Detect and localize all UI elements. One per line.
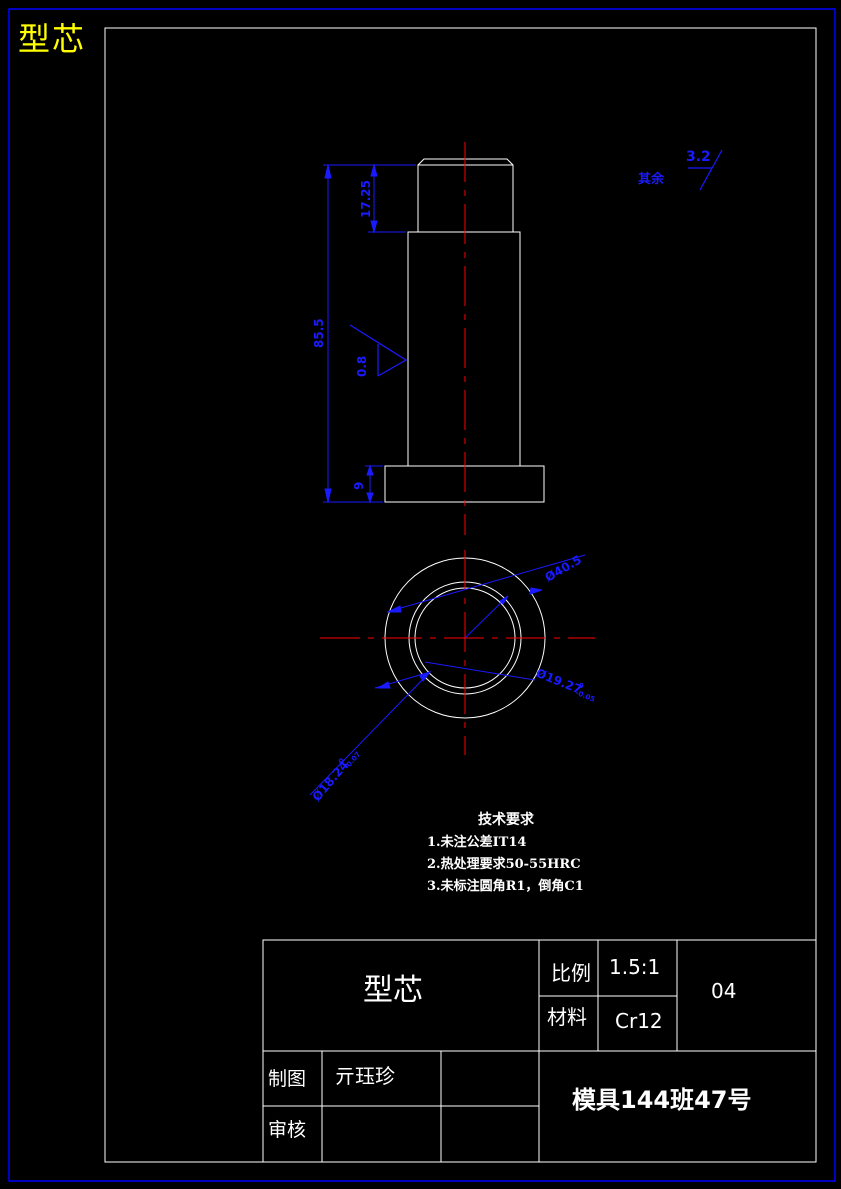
dia-second-tol-lower: -0.07 [343, 750, 362, 771]
title-check-label: 审核 [268, 1119, 306, 1141]
dim-base-label: 9 [352, 482, 366, 490]
dia-second-label-group: Ø18.24 0 -0.07 [310, 750, 363, 804]
title-drawn-name: 亓珏珍 [335, 1064, 395, 1088]
tech-req-item-2: 2.热处理要求50-55HRC [427, 856, 581, 872]
title-block-grid [262, 939, 817, 1163]
title-material-label: 材料 [547, 1005, 587, 1029]
title-part-name: 型芯 [363, 973, 423, 1008]
dim-overall-label: 85.5 [312, 318, 326, 348]
title-scale-value: 1.5:1 [609, 955, 660, 979]
dia-outer-label: Ø40.5 [543, 553, 584, 585]
dia-second-leader [309, 671, 431, 796]
outer-border [8, 8, 836, 1182]
tech-req-item-3: 3.未标注圆角R1，倒角C1 [427, 878, 584, 894]
top-view-centerlines [320, 550, 595, 755]
inner-frame [104, 27, 817, 1163]
roughness-symbol-side [349, 324, 408, 377]
roughness-general-value: 3.2 [686, 149, 711, 165]
dia-inner-leader [424, 661, 536, 681]
dia-inner-label-group: Ø19.27 0 -0.05 [534, 666, 596, 704]
title-drawing-number: 04 [711, 979, 736, 1003]
side-dimensions [323, 163, 416, 504]
title-class-info: 模具144班47号 [572, 1086, 752, 1114]
title-material-value: Cr12 [615, 1009, 663, 1033]
tech-req-heading: 技术要求 [478, 811, 535, 828]
dia-outer-leader [386, 554, 586, 613]
roughness-general-label: 其余 [638, 171, 665, 187]
main-body-outline [407, 231, 521, 467]
top-view-dimensions [309, 554, 586, 796]
dia-inner-tol-lower: -0.05 [574, 689, 596, 704]
title-scale-label: 比例 [551, 961, 591, 985]
technical-requirements: 技术要求 1.未注公差IT14 2.热处理要求50-55HRC 3.未标注圆角R… [427, 811, 584, 894]
tech-req-item-1: 1.未注公差IT14 [427, 834, 526, 850]
roughness-symbol-general [688, 149, 723, 191]
title-drawn-label: 制图 [268, 1068, 306, 1090]
dim-top-label: 17.25 [359, 180, 373, 218]
dia-second-tol-upper: 0 [337, 757, 346, 766]
roughness-side-value: 0.8 [355, 356, 369, 377]
corner-title: 型芯 [18, 20, 87, 58]
dia-inner-tol-upper: 0 [577, 681, 585, 690]
